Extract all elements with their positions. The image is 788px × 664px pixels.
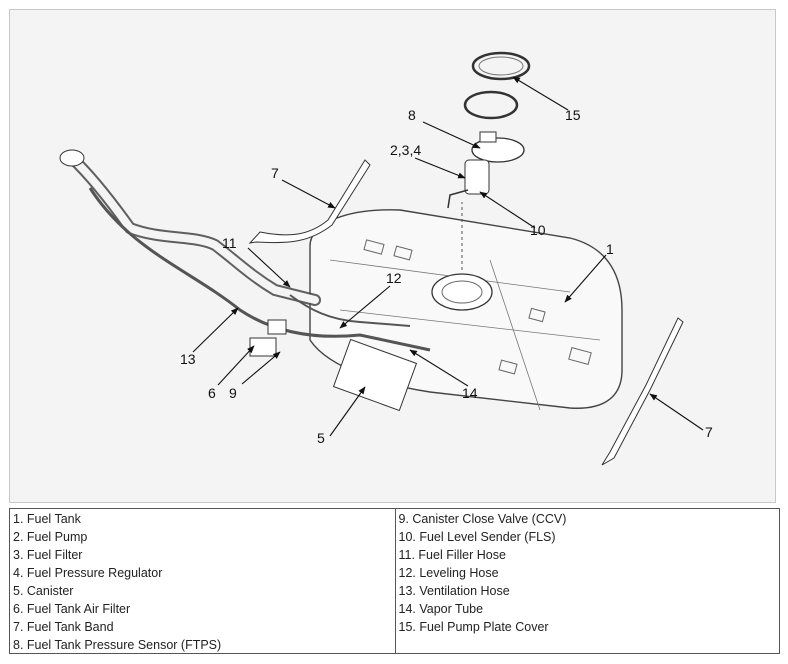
legend-item: 12. Leveling Hose [398,566,499,580]
tank-band-right [601,317,684,466]
air-filter [267,319,287,335]
parts-legend-table: 1. Fuel Tank 2. Fuel Pump 3. Fuel Filter… [9,508,780,654]
legend-item: 8. Fuel Tank Pressure Sensor (FTPS) [13,638,222,652]
callout-label: 15 [565,107,581,123]
leader-lines [192,76,704,437]
plate-cover-ring [471,51,531,81]
canister-body [332,338,418,412]
pump-opening-inner [441,280,483,304]
tank-recess [568,347,592,365]
callout-label: 2,3,4 [390,142,421,158]
canister-valve [249,337,277,357]
leveling-hose [289,294,411,327]
legend-item: 1. Fuel Tank [13,512,81,526]
callout-label: 5 [317,430,325,446]
legend-item: 6. Fuel Tank Air Filter [13,602,131,616]
tank-recess [498,359,518,375]
callout-label: 8 [408,107,416,123]
legend-item: 10. Fuel Level Sender (FLS) [398,530,556,544]
tank-recess [393,245,413,261]
callout-label: 14 [462,385,478,401]
tank-band-left [248,159,371,244]
level-sender-arm [447,189,469,209]
pressure-sensor [479,131,497,143]
legend-item: 14. Vapor Tube [398,602,484,616]
fuel-system-diagram: 1 2,3,4 5 6 7 7 8 9 10 11 12 13 14 15 [59,51,713,466]
tank-recess [528,307,546,323]
diagram-panel: 1 2,3,4 5 6 7 7 8 9 10 11 12 13 14 15 [9,9,776,503]
callout-label: 9 [229,385,237,401]
vent-hose [88,187,431,352]
plate-cover-ring-inner [478,56,524,76]
callout-label: 12 [386,270,402,286]
legend-item: 15. Fuel Pump Plate Cover [398,620,549,634]
legend-item: 13. Ventilation Hose [398,584,510,598]
legend-item: 3. Fuel Filter [13,548,83,562]
legend-item: 7. Fuel Tank Band [13,620,114,634]
legend-item: 11. Fuel Filler Hose [398,548,506,562]
legend-item: 9. Canister Close Valve (CCV) [398,512,567,526]
callout-label: 11 [222,235,237,251]
callout-label: 1 [606,241,614,257]
pump-body [464,159,490,195]
pump-opening [431,273,493,311]
callout-label: 7 [705,424,713,440]
filler-neck-inner [68,154,319,304]
callout-label: 10 [530,222,546,238]
legend-item: 5. Canister [13,584,74,598]
legend-item: 4. Fuel Pressure Regulator [13,566,163,580]
tank-recess [363,239,385,255]
legend-column-right: 9. Canister Close Valve (CCV) 10. Fuel L… [394,509,780,653]
legend-item: 2. Fuel Pump [13,530,88,544]
callout-label: 6 [208,385,216,401]
legend-column-left: 1. Fuel Tank 2. Fuel Pump 3. Fuel Filter… [10,509,395,653]
filler-cap [59,149,85,167]
seal-ring [463,90,519,120]
pump-flange [471,137,525,163]
callout-label: 13 [180,351,196,367]
callout-label: 7 [271,165,279,181]
